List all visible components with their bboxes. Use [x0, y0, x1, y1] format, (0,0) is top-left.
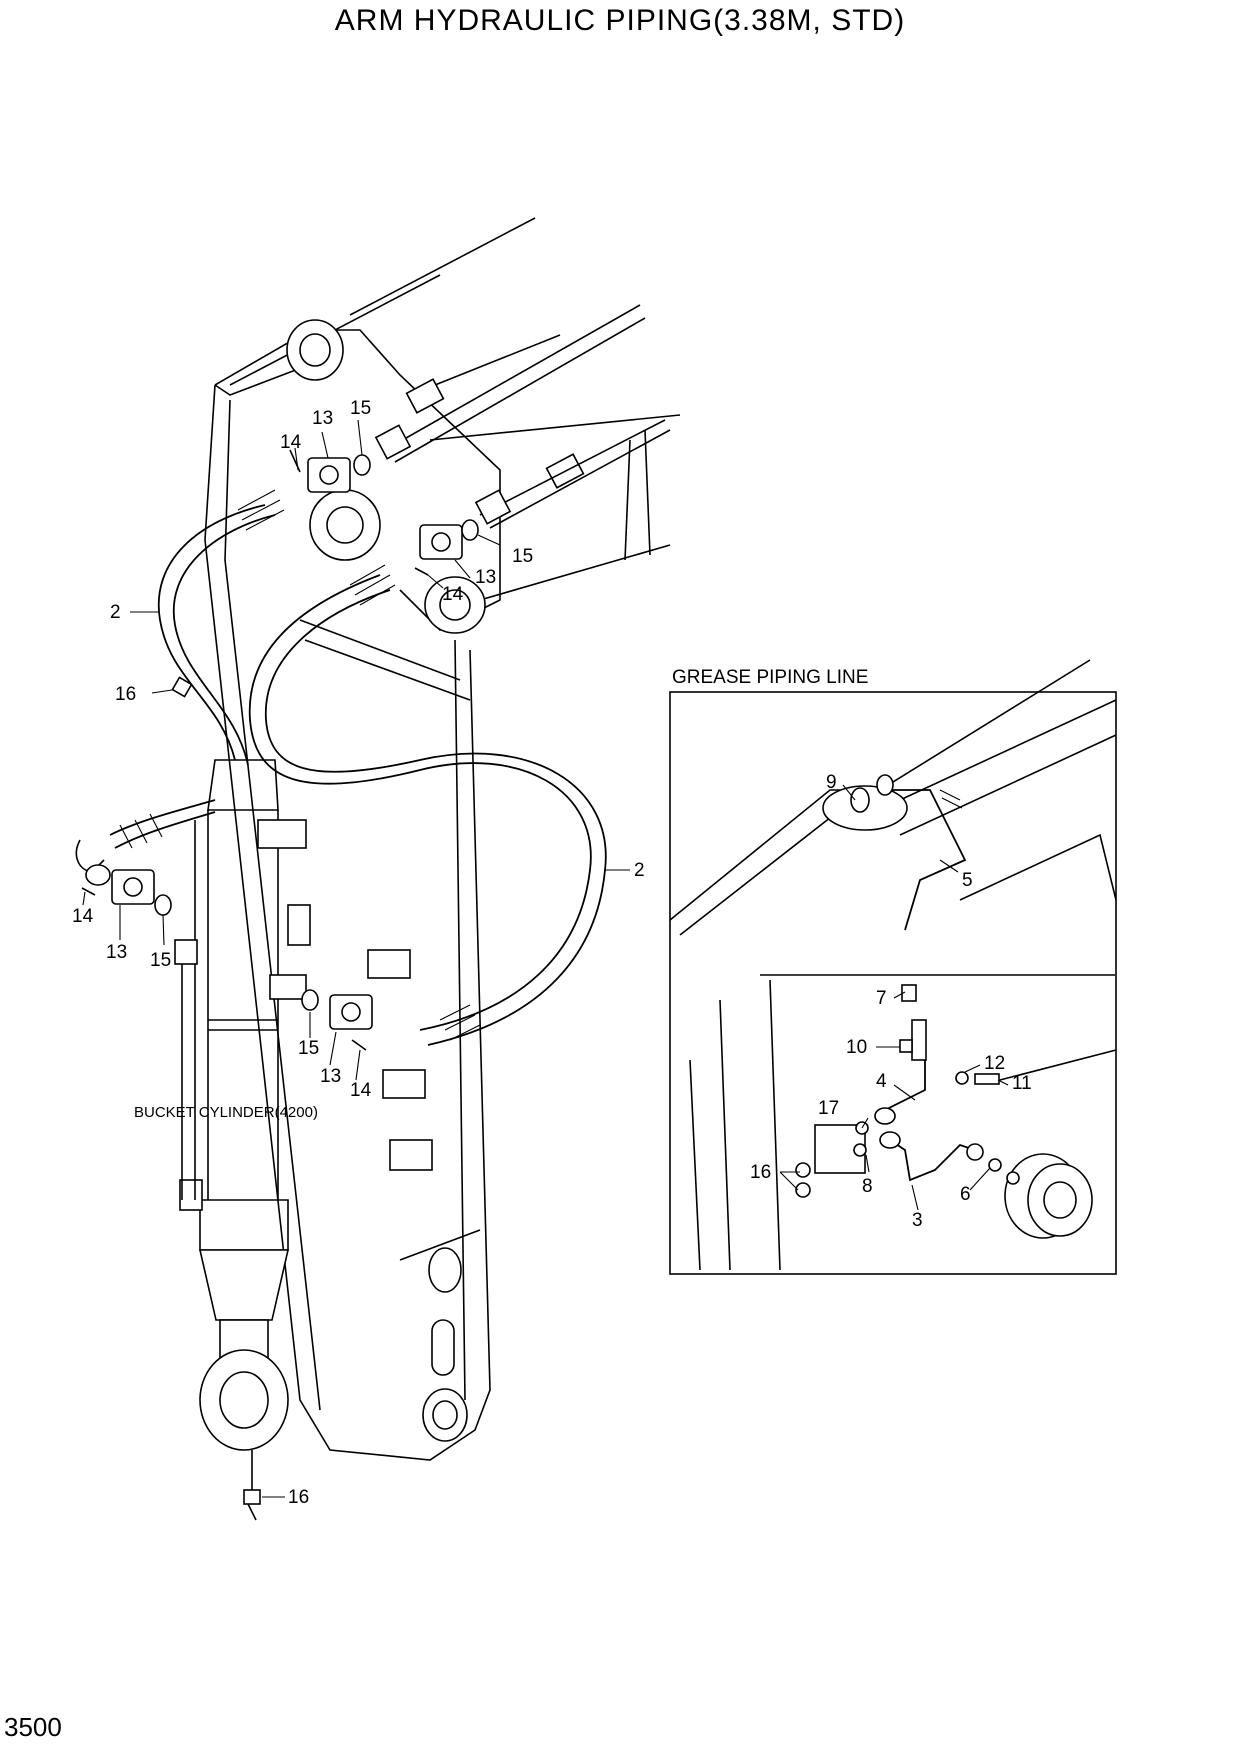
callout-2: 2	[634, 860, 645, 881]
callout-14: 14	[72, 906, 94, 927]
callout-14: 14	[442, 584, 464, 605]
inset-title: GREASE PIPING LINE	[672, 667, 868, 688]
page-title: ARM HYDRAULIC PIPING(3.38M, STD)	[334, 4, 906, 37]
callout-15: 15	[150, 950, 171, 971]
inset-callout-4: 4	[876, 1071, 887, 1092]
callout-15: 15	[350, 398, 371, 419]
bucket-cylinder-note: BUCKET CYLINDER(4200)	[134, 1104, 318, 1121]
inset-callout-8: 8	[862, 1176, 873, 1197]
bucket-cylinder	[174, 759, 311, 1521]
hydraulic-hoses	[75, 489, 607, 1046]
callout-13: 13	[475, 567, 496, 588]
callout-2: 2	[110, 602, 121, 623]
inset-callout-6: 6	[960, 1184, 971, 1205]
callout-16: 16	[288, 1487, 309, 1508]
inset-callout-9: 9	[826, 772, 837, 793]
inset-callout-3: 3	[912, 1210, 923, 1231]
callout-15: 15	[512, 546, 533, 567]
callout-15: 15	[298, 1038, 319, 1059]
inset-callout-10: 10	[846, 1037, 867, 1058]
inset-callout-17: 17	[818, 1098, 839, 1119]
callout-13: 13	[312, 408, 333, 429]
inset-callout-5: 5	[962, 870, 973, 891]
callout-14: 14	[280, 432, 302, 453]
grease-piping-inset	[669, 659, 1117, 1275]
callout-16: 16	[115, 684, 136, 705]
callout-14: 14	[350, 1080, 372, 1101]
main-leader-lines	[82, 419, 630, 1498]
inset-callout-11: 11	[1012, 1073, 1032, 1094]
inset-callout-7: 7	[876, 988, 887, 1009]
inset-callout-12: 12	[984, 1053, 1005, 1074]
inset-callout-16: 16	[750, 1162, 771, 1183]
callout-13: 13	[320, 1066, 341, 1087]
page-number: 3500	[4, 1712, 62, 1742]
flange-groups	[81, 449, 479, 1051]
callout-13: 13	[106, 942, 127, 963]
